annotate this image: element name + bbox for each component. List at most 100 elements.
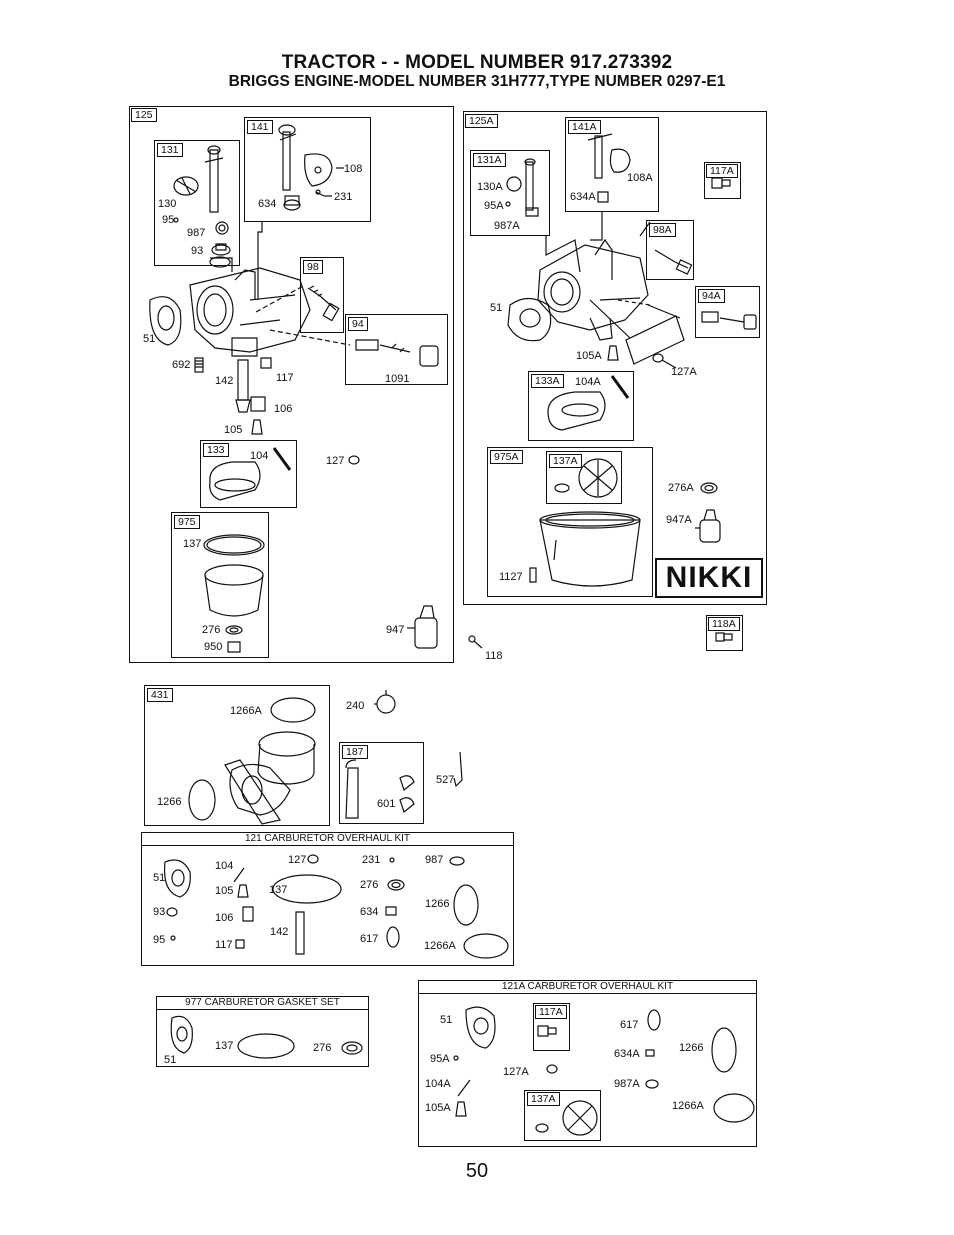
kit121a-label-127a: 127A (503, 1066, 529, 1078)
page-title: TRACTOR - - MODEL NUMBER 917.273392 (281, 52, 673, 73)
tag-141: 141 (247, 120, 273, 134)
kit121a-label-104a: 104A (425, 1078, 451, 1090)
kit121-label-93: 93 (153, 906, 166, 918)
kit121-label-51: 51 (153, 872, 166, 884)
kit121-label-106: 106 (215, 912, 234, 924)
subassembly-98a-box (646, 220, 694, 280)
label-1091: 1091 (385, 373, 410, 385)
label-231: 231 (334, 191, 353, 203)
subassembly-137a-box (546, 451, 622, 504)
label-947a: 947A (666, 514, 692, 526)
label-105: 105 (224, 424, 243, 436)
tag-141a: 141A (568, 120, 601, 134)
subassembly-94a-box (695, 286, 760, 338)
label-137: 137 (183, 538, 202, 550)
elbow-assembly-box (144, 685, 330, 826)
subassembly-94-box (345, 314, 448, 385)
kit977-label-51: 51 (164, 1054, 177, 1066)
label-104: 104 (250, 450, 269, 462)
label-634a: 634A (570, 191, 596, 203)
label-127a: 127A (671, 366, 697, 378)
kit-977-box: 977 CARBURETOR GASKET SET (156, 996, 369, 1067)
kit121-label-617: 617 (360, 933, 379, 945)
kit977-label-276: 276 (313, 1042, 332, 1054)
subassembly-975a-box (487, 447, 653, 597)
kit121-label-117: 117 (215, 939, 233, 951)
label-1266-elbow: 1266 (157, 796, 182, 808)
label-130: 130 (158, 198, 177, 210)
label-51: 51 (143, 333, 156, 345)
label-276a: 276A (668, 482, 694, 494)
tag-133a: 133A (531, 374, 564, 388)
tag-431: 431 (147, 688, 173, 702)
tag-118a: 118A (708, 617, 740, 631)
label-118: 118 (485, 650, 503, 662)
kit121-label-231: 231 (362, 854, 381, 866)
subassembly-98-box (300, 257, 344, 333)
kit121-label-142: 142 (270, 926, 289, 938)
tag-125a: 125A (465, 114, 498, 128)
subassembly-131-box (154, 140, 240, 266)
label-117: 117 (276, 372, 294, 384)
page-number: 50 (465, 1160, 489, 1182)
tag-94: 94 (348, 317, 368, 331)
kit121a-label-95a: 95A (430, 1053, 450, 1065)
subassembly-141a-box (565, 117, 659, 212)
kit121a-117a-box (533, 1003, 570, 1051)
subassembly-133a-box (528, 371, 634, 441)
label-276: 276 (202, 624, 221, 636)
kit121-label-95: 95 (153, 934, 166, 946)
tag-131: 131 (157, 143, 183, 157)
label-601: 601 (377, 798, 396, 810)
kit121a-137a-box (524, 1090, 601, 1141)
kit121-label-137: 137 (269, 884, 288, 896)
subassembly-131a-box (470, 150, 550, 236)
tag-94a: 94A (698, 289, 725, 303)
nikki-brand-logo: NIKKI (655, 558, 763, 598)
label-108: 108 (344, 163, 363, 175)
label-95: 95 (162, 214, 175, 226)
tag-187: 187 (342, 745, 368, 759)
kit121a-label-1266a: 1266A (672, 1100, 704, 1112)
tag-98: 98 (303, 260, 323, 274)
page-subtitle: BRIGGS ENGINE-MODEL NUMBER 31H777,TYPE N… (228, 73, 726, 90)
kit-121-title: 121 CARBURETOR OVERHAUL KIT (142, 833, 513, 846)
tag-975a: 975A (490, 450, 523, 464)
kit121-label-1266: 1266 (425, 898, 450, 910)
subassembly-117a-box (704, 162, 741, 199)
label-93: 93 (191, 245, 204, 257)
label-692: 692 (172, 359, 191, 371)
kit-121a-title: 121A CARBURETOR OVERHAUL KIT (419, 981, 756, 994)
kit121a-label-634a: 634A (614, 1048, 640, 1060)
kit121-label-127: 127 (288, 854, 307, 866)
label-1127: 1127 (499, 571, 523, 583)
kit121-label-276: 276 (360, 879, 379, 891)
tag-975: 975 (174, 515, 200, 529)
kit-121a-box: 121A CARBURETOR OVERHAUL KIT (418, 980, 757, 1147)
label-947: 947 (386, 624, 405, 636)
right-carburetor-assembly (463, 111, 767, 605)
label-527: 527 (436, 774, 455, 786)
left-carburetor-assembly (129, 106, 454, 663)
kit977-label-137: 137 (215, 1040, 234, 1052)
label-1266a-elbow: 1266A (230, 705, 262, 717)
kit121-label-634: 634 (360, 906, 379, 918)
kit121a-label-987a: 987A (614, 1078, 640, 1090)
label-127: 127 (326, 455, 345, 467)
tag-131a: 131A (473, 153, 506, 167)
kit-121-box: 121 CARBURETOR OVERHAUL KIT (141, 832, 514, 966)
kit121-label-105: 105 (215, 885, 234, 897)
label-104a: 104A (575, 376, 601, 388)
kit121-label-104: 104 (215, 860, 234, 872)
kit121a-label-51: 51 (440, 1014, 453, 1026)
kit-977-title: 977 CARBURETOR GASKET SET (157, 997, 368, 1010)
label-130a: 130A (477, 181, 503, 193)
tag-137a: 137A (549, 454, 582, 468)
label-105a: 105A (576, 350, 602, 362)
